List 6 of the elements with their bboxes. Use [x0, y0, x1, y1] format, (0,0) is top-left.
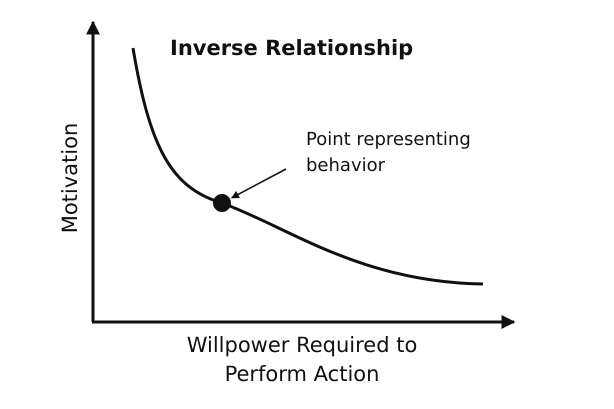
leader-arrow — [231, 168, 286, 199]
data-point — [213, 194, 231, 212]
callout-text: Point representing behavior — [306, 127, 506, 179]
axis-label: Motivation — [58, 122, 82, 236]
chart-title: Inverse Relationship — [170, 36, 414, 60]
axis-label: Willpower Required to Perform Action — [186, 332, 418, 388]
